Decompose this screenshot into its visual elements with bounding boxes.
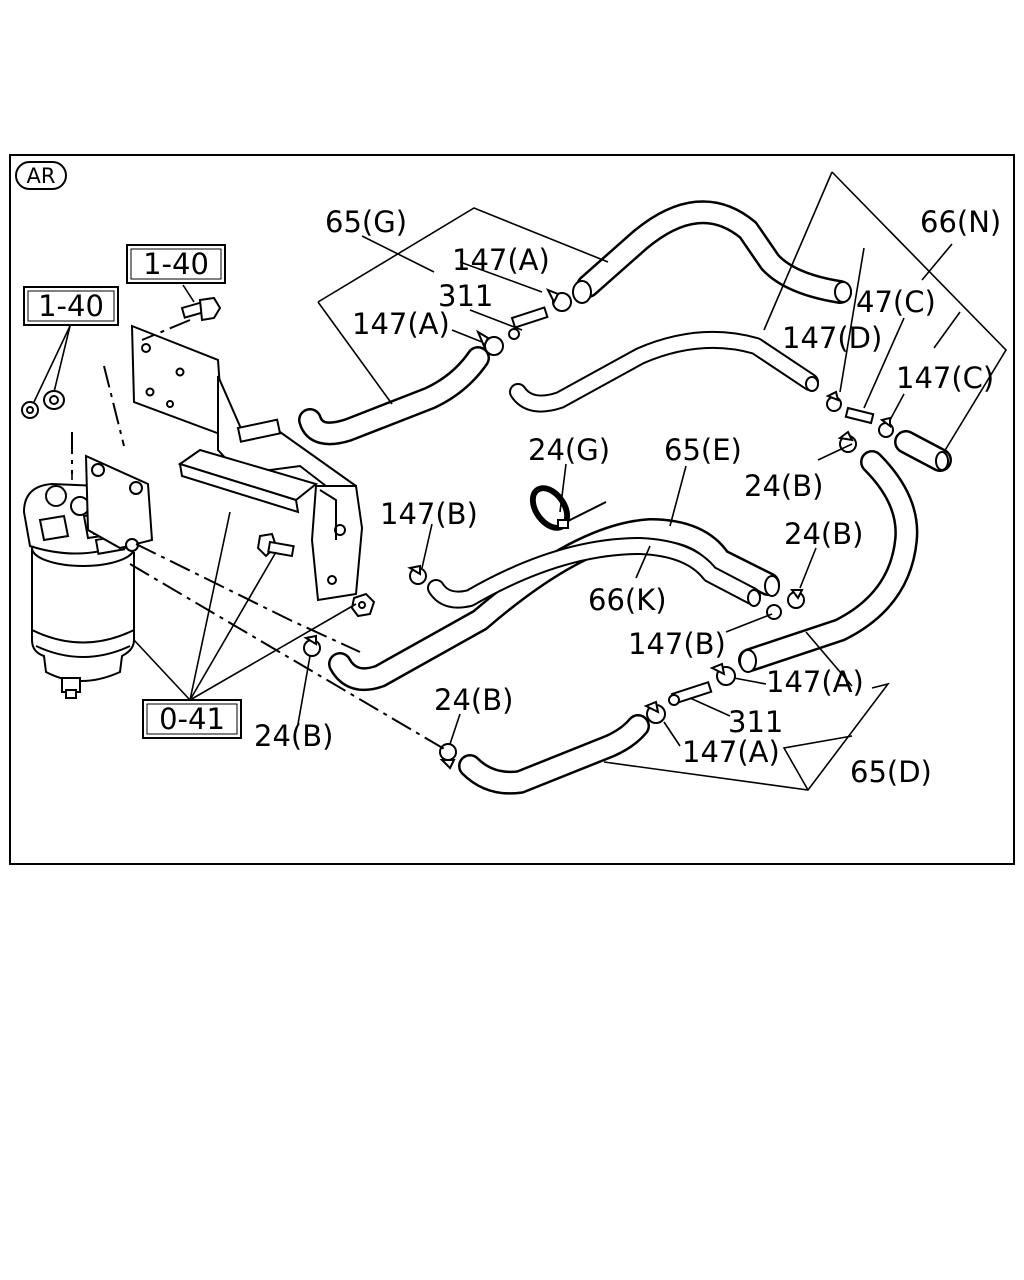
label-24B-right-lower: 24(B)	[784, 517, 863, 551]
hose-65D-bottom	[458, 714, 650, 795]
hose-66K	[427, 537, 761, 609]
ref-0-41-label: 0-41	[159, 702, 225, 736]
view-badge-label: AR	[27, 164, 56, 188]
clamp-147B-left	[407, 564, 427, 585]
label-65G: 65(G)	[325, 205, 407, 239]
label-311-lower: 311	[728, 705, 783, 739]
nut-and-washer-left	[21, 390, 65, 419]
clamp-147A-upper-left	[475, 329, 504, 356]
label-147B-right: 147(B)	[628, 627, 726, 661]
label-24B-bottom: 24(B)	[434, 683, 513, 717]
clamp-147B-right	[766, 604, 782, 620]
bolt-middle	[256, 532, 295, 558]
connector-311-lower	[668, 680, 713, 706]
hose-66N	[894, 430, 952, 472]
label-147C: 147(C)	[896, 361, 994, 395]
label-66N: 66(N)	[920, 205, 1001, 239]
diagram-frame	[9, 154, 1015, 865]
clamp-24B-bottom	[439, 743, 457, 770]
label-147A-lower-left: 147(A)	[682, 735, 780, 769]
hose-thin-upper	[509, 330, 819, 413]
hose-65D-right	[738, 450, 919, 673]
clamp-147D	[825, 390, 842, 412]
label-147D: 147(D)	[782, 321, 882, 355]
label-147B-left: 147(B)	[380, 497, 478, 531]
label-24B-right-upper: 24(B)	[744, 469, 823, 503]
clamp-24G	[529, 485, 607, 531]
leader-lines	[33, 171, 1008, 791]
label-66K: 66(K)	[588, 583, 667, 617]
clamp-147A-lower-left	[643, 700, 666, 724]
connector-311-upper	[508, 306, 549, 340]
view-badge: AR	[15, 161, 67, 190]
label-24B-left: 24(B)	[254, 719, 333, 753]
label-147A-upper-left: 147(A)	[352, 307, 450, 341]
assembly-centerlines	[71, 319, 447, 751]
clamp-24B-left	[303, 634, 321, 657]
label-65D: 65(D)	[850, 755, 932, 789]
ref-box-0-41: 0-41	[142, 699, 242, 739]
hose-65G-left	[298, 346, 490, 446]
label-24G: 24(G)	[528, 433, 610, 467]
nut-right	[350, 592, 376, 618]
bolt-top	[180, 296, 222, 322]
label-311-upper: 311	[438, 279, 493, 313]
label-147A-upper-right: 147(A)	[452, 243, 550, 277]
label-147A-lower-right: 147(A)	[766, 665, 864, 699]
ref-1-40-left-label: 1-40	[38, 289, 104, 323]
ref-1-40-top-label: 1-40	[143, 247, 209, 281]
clamp-147A-lower-right	[709, 662, 736, 686]
clamp-147C	[878, 416, 894, 438]
part-labels: 65(G) 147(A) 311 147(A) 66(N) 47(C) 147(…	[254, 205, 1001, 789]
clamp-147A-upper-right	[545, 288, 572, 312]
ref-box-1-40-top: 1-40	[126, 244, 226, 284]
label-47C: 47(C)	[856, 285, 936, 319]
clamp-24B-right-lower	[787, 589, 805, 609]
fuel-filter-assembly	[22, 454, 154, 699]
connector-47C	[844, 406, 875, 425]
mounting-bracket-lower	[177, 448, 364, 602]
ref-box-1-40-left: 1-40	[23, 286, 119, 326]
hose-65G-right	[572, 200, 852, 304]
label-65E: 65(E)	[664, 433, 742, 467]
